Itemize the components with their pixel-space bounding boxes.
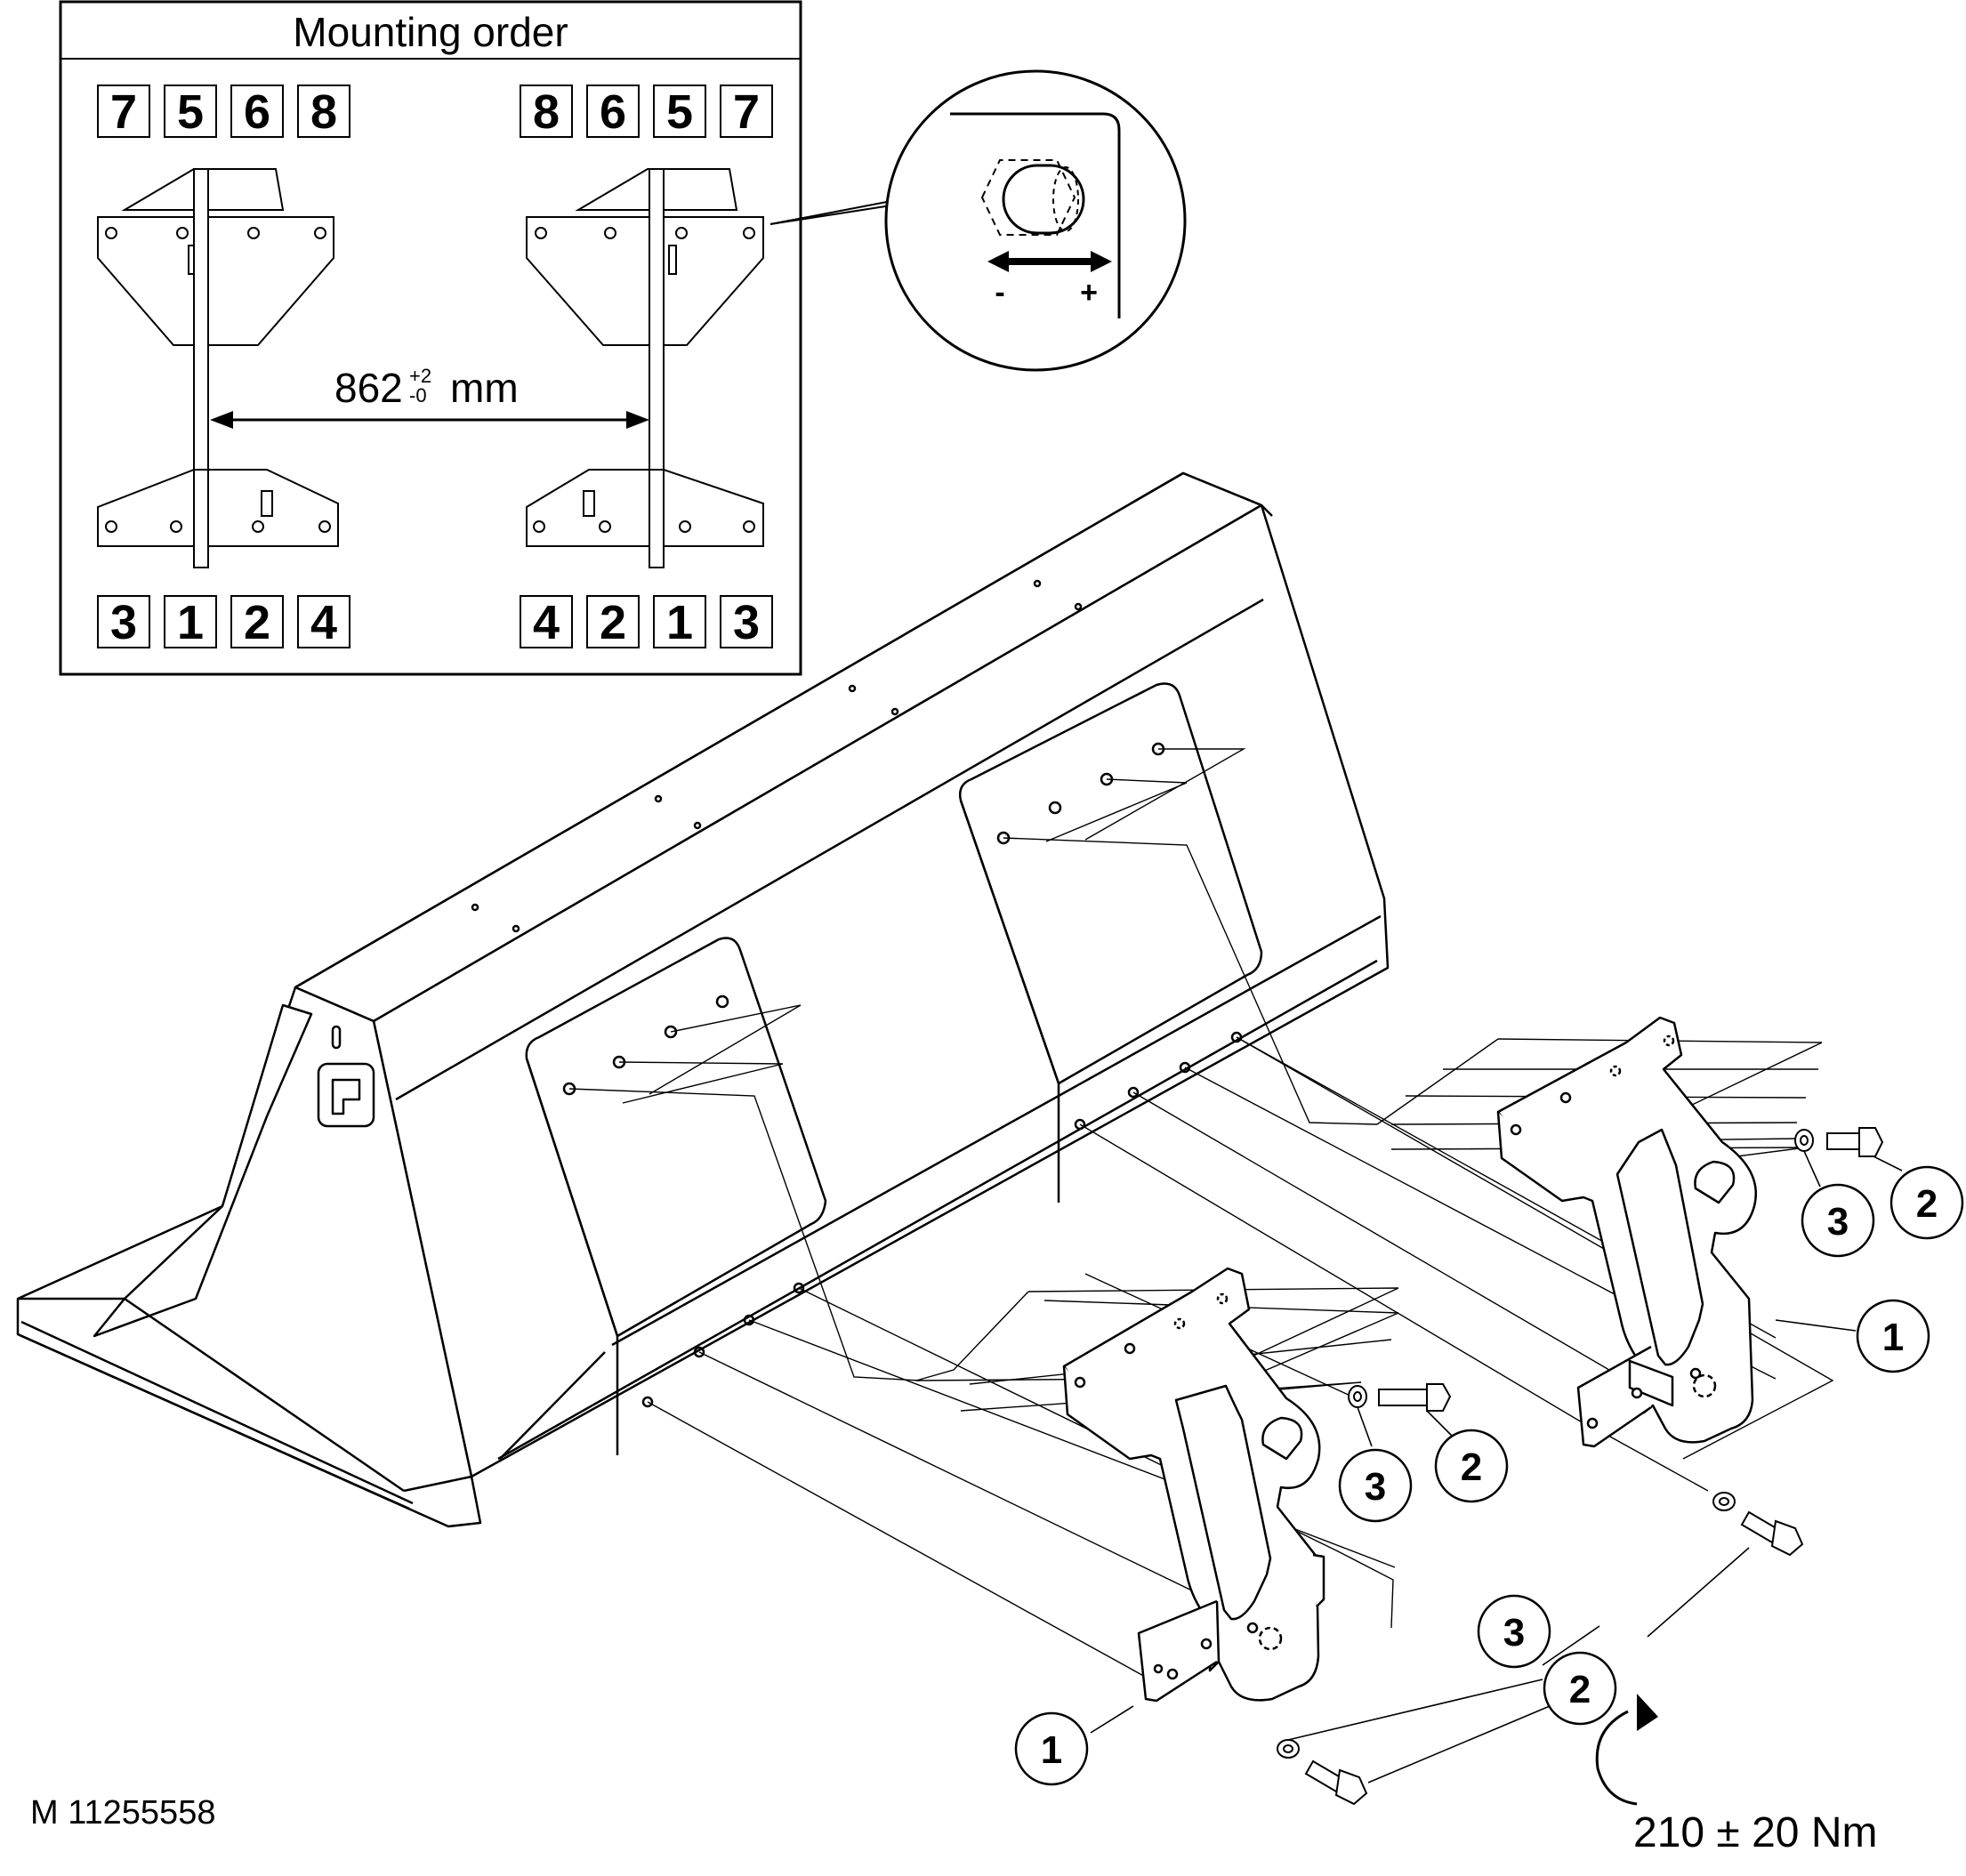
- callout-bolt: 2: [1434, 1429, 1509, 1503]
- bolt-washer-sets: [1277, 1127, 1884, 1806]
- left-plate-assembly: [97, 168, 339, 568]
- dimension-value: 862: [334, 365, 403, 411]
- torque-spec: 210 ± 20 Nm: [1595, 1694, 1877, 1856]
- callout-bolt: 2: [1889, 1165, 1964, 1240]
- callout-leaders: [1090, 1150, 1903, 1783]
- order-number-box: 3: [97, 595, 150, 649]
- order-number: 8: [310, 85, 337, 139]
- callout-number: 1: [1041, 1728, 1062, 1772]
- order-number-box: 4: [297, 595, 350, 649]
- callout-markers: 3 2 3 2 1 1 3 2: [1014, 1165, 1964, 1786]
- right-plate-assembly: [526, 168, 764, 568]
- order-number: 1: [177, 596, 204, 649]
- order-number-box: 4: [520, 595, 573, 649]
- order-number-box: 1: [164, 595, 217, 649]
- inset-title: Mounting order: [293, 9, 568, 55]
- bolt-icon: [1378, 1389, 1428, 1406]
- order-number-box: 5: [653, 85, 706, 139]
- order-number-box: 1: [653, 595, 706, 649]
- order-number: 6: [244, 85, 270, 139]
- order-number: 4: [533, 596, 560, 649]
- bucket-holes: [471, 579, 1243, 1408]
- adjust-direction-arrow: [987, 251, 1112, 272]
- plus-label: +: [1080, 276, 1098, 310]
- callout-number: 1: [1882, 1316, 1904, 1359]
- callout-bracket: 1: [1014, 1711, 1089, 1786]
- hitch-bracket-right: [1496, 1016, 1758, 1448]
- callout-number: 2: [1916, 1182, 1938, 1226]
- drawing-id: M 11255558: [30, 1794, 215, 1832]
- order-number: 2: [244, 596, 270, 649]
- callout-washer: 3: [1338, 1448, 1413, 1523]
- order-number: 1: [666, 596, 693, 649]
- torque-value: 210 ± 20 Nm: [1633, 1809, 1877, 1856]
- order-number-box: 2: [230, 595, 284, 649]
- dimension-tolerance-lower: -0: [409, 384, 427, 407]
- order-number: 8: [533, 85, 560, 139]
- order-number: 5: [666, 85, 693, 139]
- dimension-tolerance-upper: +2: [409, 365, 431, 387]
- dimension-unit: mm: [450, 365, 519, 411]
- order-number-box: 2: [586, 595, 640, 649]
- order-number-box: 3: [720, 595, 773, 649]
- order-number-box: 6: [586, 85, 640, 139]
- order-number-box: 5: [164, 85, 217, 139]
- order-number: 3: [110, 596, 137, 649]
- callout-bolt: 2: [1543, 1651, 1617, 1726]
- callout-washer: 3: [1477, 1594, 1551, 1669]
- order-number: 6: [600, 85, 626, 139]
- order-number: 7: [110, 85, 137, 139]
- order-number-box: 7: [97, 85, 150, 139]
- callout-number: 2: [1569, 1668, 1591, 1711]
- callout-washer: 3: [1801, 1183, 1875, 1258]
- order-number-box: 8: [520, 85, 573, 139]
- order-number: 2: [600, 596, 626, 649]
- slot-detail-view: - +: [769, 69, 1187, 372]
- order-number-box: 7: [720, 85, 773, 139]
- hitch-bracket-left: [1062, 1267, 1325, 1703]
- order-number-box: 8: [297, 85, 350, 139]
- loader-bucket: [16, 471, 1390, 1528]
- minus-label: -: [995, 276, 1004, 310]
- order-number-box: 6: [230, 85, 284, 139]
- order-number: 5: [177, 85, 204, 139]
- callout-number: 3: [1365, 1465, 1386, 1509]
- callout-number: 3: [1827, 1200, 1849, 1244]
- dimension-line: 862 +2 -0 mm: [210, 365, 649, 429]
- order-number: 3: [733, 596, 760, 649]
- order-number: 7: [733, 85, 760, 139]
- callout-number: 2: [1461, 1445, 1482, 1489]
- torque-arrow-icon: [1595, 1710, 1638, 1806]
- callout-bracket: 1: [1856, 1299, 1930, 1373]
- order-number: 4: [310, 596, 337, 649]
- callout-number: 3: [1503, 1611, 1525, 1655]
